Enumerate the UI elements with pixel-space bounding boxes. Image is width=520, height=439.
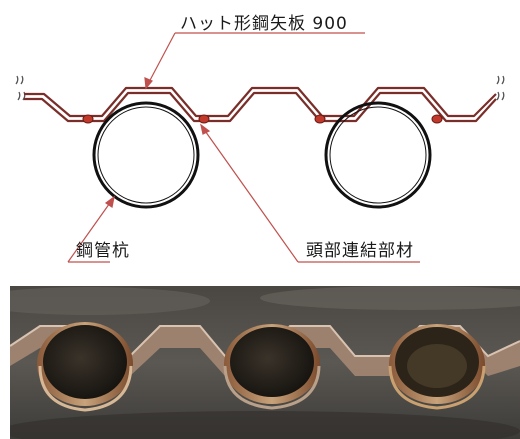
photo-pipe-pile-2 [223,324,321,410]
photo-pipe-pile-1 [37,322,133,412]
steel-pipe-pile-left [92,101,200,209]
steel-pipe-pile-label: 鋼管杭 [76,241,130,261]
left-break-mark-icon [15,75,26,101]
pipe-pile-leader [67,195,115,263]
hat-sheet-pile-wall [24,86,497,123]
head-connectors [82,114,443,124]
photo-pipe-pile-3 [388,324,486,410]
sheet-pile-leader [144,32,365,90]
right-break-mark-icon [496,75,505,101]
head-connector-label: 頭部連結部材 [306,241,414,261]
head-connector-leader [200,123,420,263]
site-photo [10,286,520,439]
steel-pipe-pile-right [324,101,432,209]
cross-section-diagram [15,32,505,263]
sheet-pile-label: ハット形鋼矢板 900 [180,14,348,34]
